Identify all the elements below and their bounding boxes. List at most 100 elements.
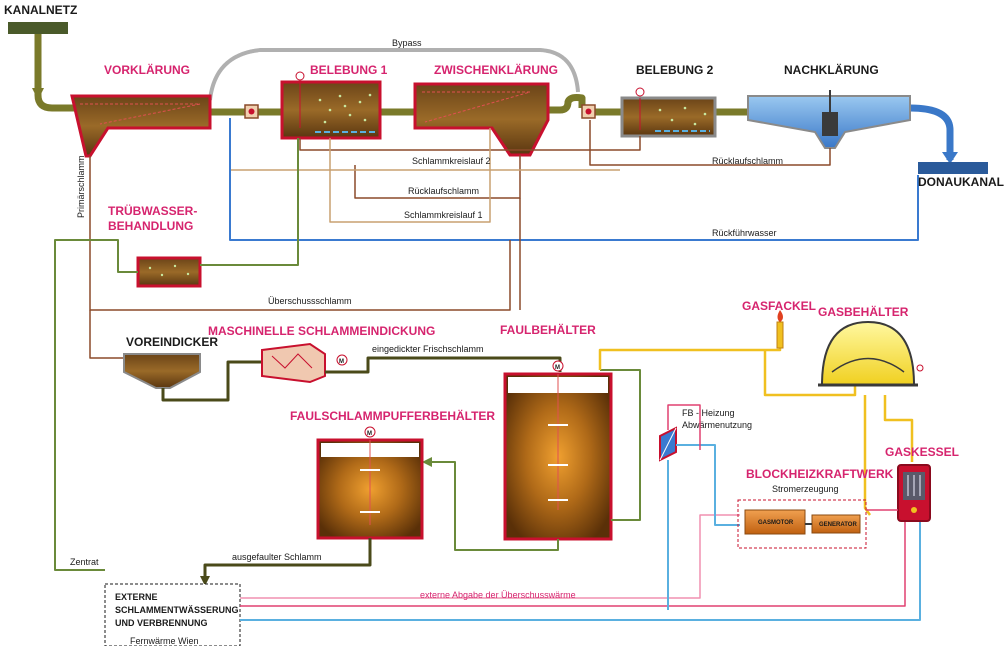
- outflow-pipe: [909, 104, 954, 160]
- rueckfuehrwasser-label: Rückführwasser: [712, 228, 777, 238]
- pipe-zk-to-junction: [548, 94, 586, 114]
- puffer-motor-symbol: M: [367, 431, 372, 437]
- primaer-to-voreindicker: [89, 310, 128, 359]
- gaskessel-label: GASKESSEL: [885, 445, 959, 459]
- zentrat-line: [54, 239, 138, 571]
- faulbehaelter-motor-icon: [552, 360, 564, 372]
- generator-label: GENERATOR: [819, 522, 857, 528]
- ausgefaulter-arrow-icon: [200, 576, 210, 586]
- voreindicker-tank: [123, 353, 201, 389]
- gasbehaelter-membrane: [831, 357, 905, 373]
- truebwasser-bubbles: [148, 264, 190, 277]
- donaukanal-channel: [918, 162, 988, 174]
- belebung2-tank: [620, 96, 717, 138]
- zwischenklaerung-label: ZWISCHENKLÄRUNG: [434, 62, 558, 77]
- primaerschlamm-label: Primärschlamm: [76, 155, 86, 218]
- ruecklaufschlamm-label-right: Rücklaufschlamm: [712, 156, 783, 166]
- fernwaerme-line: [240, 520, 921, 621]
- gasbehaelter-valve-icon: [916, 364, 924, 372]
- vorklaerung-tank: [70, 94, 212, 158]
- ruecklaufschlamm-line-mid: [354, 155, 521, 199]
- vorklaerung-label: VORKLÄRUNG: [104, 62, 190, 77]
- gaskessel-flame-icon: [911, 507, 917, 513]
- maschinelle-label: MASCHINELLE SCHLAMMEINDICKUNG: [208, 324, 435, 338]
- schlammkreislauf2-line: [299, 136, 641, 151]
- biogas-line: [598, 320, 782, 370]
- zwischenklaerung-scraper: [422, 91, 531, 123]
- kanalnetz-label: KANALNETZ: [4, 3, 77, 17]
- donaukanal-label: DONAUKANAL: [918, 175, 1004, 189]
- faul-to-puffer-arrow-icon: [422, 457, 432, 467]
- externe-abgabe-label: externe Abgabe der Überschusswärme: [420, 590, 576, 600]
- gasbehaelter-label: GASBEHÄLTER: [818, 304, 909, 319]
- belebung2-label: BELEBUNG 2: [636, 63, 714, 77]
- eindicker-motor-symbol: M: [339, 359, 344, 365]
- ruecklaufschlamm-label-mid: Rücklaufschlamm: [408, 186, 479, 196]
- gaskessel-burners: [907, 475, 921, 496]
- truebwasser-label-1: TRÜBWASSER-: [108, 203, 197, 218]
- frischschlamm-label: eingedickter Frischschlamm: [372, 344, 484, 354]
- gasmotor-unit: [744, 509, 806, 535]
- externe-abgabe-line: [240, 520, 906, 607]
- rueckfuehrwasser-line: [229, 118, 919, 241]
- puffer-impellers: [360, 469, 380, 513]
- voreindicker-label: VOREINDICKER: [126, 335, 218, 349]
- faulbehaelter-motor-symbol: M: [555, 365, 560, 371]
- schlammkreislauf1-line: [329, 128, 491, 223]
- ruecklaufschlamm-line-right: [589, 120, 831, 166]
- nachklaerung-center-well: [822, 112, 838, 136]
- fb-heizung-hot-line: [667, 404, 701, 450]
- schlammkreislauf1-label: Schlammkreislauf 1: [404, 210, 483, 220]
- externe-box: [104, 583, 241, 646]
- eindicker-motor-icon: [336, 354, 348, 366]
- vorklaerung-scraper: [80, 103, 201, 125]
- puffer-motor-icon: [364, 426, 376, 438]
- frischschlamm-line: [325, 356, 562, 374]
- ausgefaulter-label: ausgefaulter Schlamm: [232, 552, 322, 562]
- faul-to-puffer-line: [430, 461, 559, 551]
- distribution-box-1-dot: [248, 108, 255, 115]
- truebwasser-label-2: BEHANDLUNG: [108, 219, 193, 233]
- kanalnetz-channel: [8, 22, 68, 34]
- truebwasser-out-line: [200, 138, 299, 266]
- zentrat-label: Zentrat: [70, 557, 99, 567]
- eindicker-screw: [271, 353, 313, 369]
- outflow-arrow-icon: [942, 152, 958, 164]
- belebung1-label: BELEBUNG 1: [310, 63, 388, 77]
- voreindicker-out-line: [161, 360, 262, 402]
- fb-heizung-label-1: FB - Heizung: [682, 408, 735, 418]
- faulschlammpuffer-label: FAULSCHLAMMPUFFERBEHÄLTER: [290, 408, 495, 423]
- nachklaerung-label: NACHKLÄRUNG: [784, 62, 879, 77]
- fb-heizung-lines: [667, 444, 740, 610]
- gasmotor-label: GASMOTOR: [758, 520, 794, 526]
- bhkw-box: [737, 499, 867, 549]
- primaerschlamm-line: [89, 156, 511, 311]
- faul-circulation-line: [600, 369, 641, 521]
- faulbehaelter-label: FAULBEHÄLTER: [500, 322, 596, 337]
- belebung1-motor-icon: [295, 71, 305, 81]
- faulbehaelter-impellers: [548, 424, 568, 501]
- externe-label-2: SCHLAMMENTWÄSSERUNG: [115, 605, 239, 615]
- fernwaerme-label: Fernwärme Wien: [130, 636, 199, 646]
- belebung1-bubbles: [318, 93, 372, 124]
- gas-to-kessel-line: [883, 395, 914, 462]
- schlammkreislauf2-label: Schlammkreislauf 2: [412, 156, 491, 166]
- ausgefaulter-line: [203, 538, 372, 580]
- fb-heizung-divider: [659, 427, 677, 461]
- gasfackel-stack: [776, 321, 784, 349]
- externe-label-3: UND VERBRENNUNG: [115, 618, 208, 628]
- distribution-box-2-dot: [585, 108, 592, 115]
- bypass-line: [208, 48, 580, 101]
- flame-icon: [777, 310, 783, 322]
- belebung2-motor-icon: [635, 87, 645, 97]
- inflow-arrow-icon: [32, 88, 44, 100]
- gasbehaelter-dome: [820, 320, 916, 386]
- bypass-label: Bypass: [392, 38, 422, 48]
- belebung2-bubbles: [658, 106, 707, 126]
- eindicker-machine: [261, 342, 326, 384]
- gasfackel-label: GASFACKEL: [742, 299, 816, 313]
- gas-to-behaelter-line: [763, 350, 857, 397]
- ueberschussschlamm-label: Überschussschlamm: [268, 296, 352, 306]
- bhkw-label: BLOCKHEIZKRAFTWERK: [746, 467, 894, 481]
